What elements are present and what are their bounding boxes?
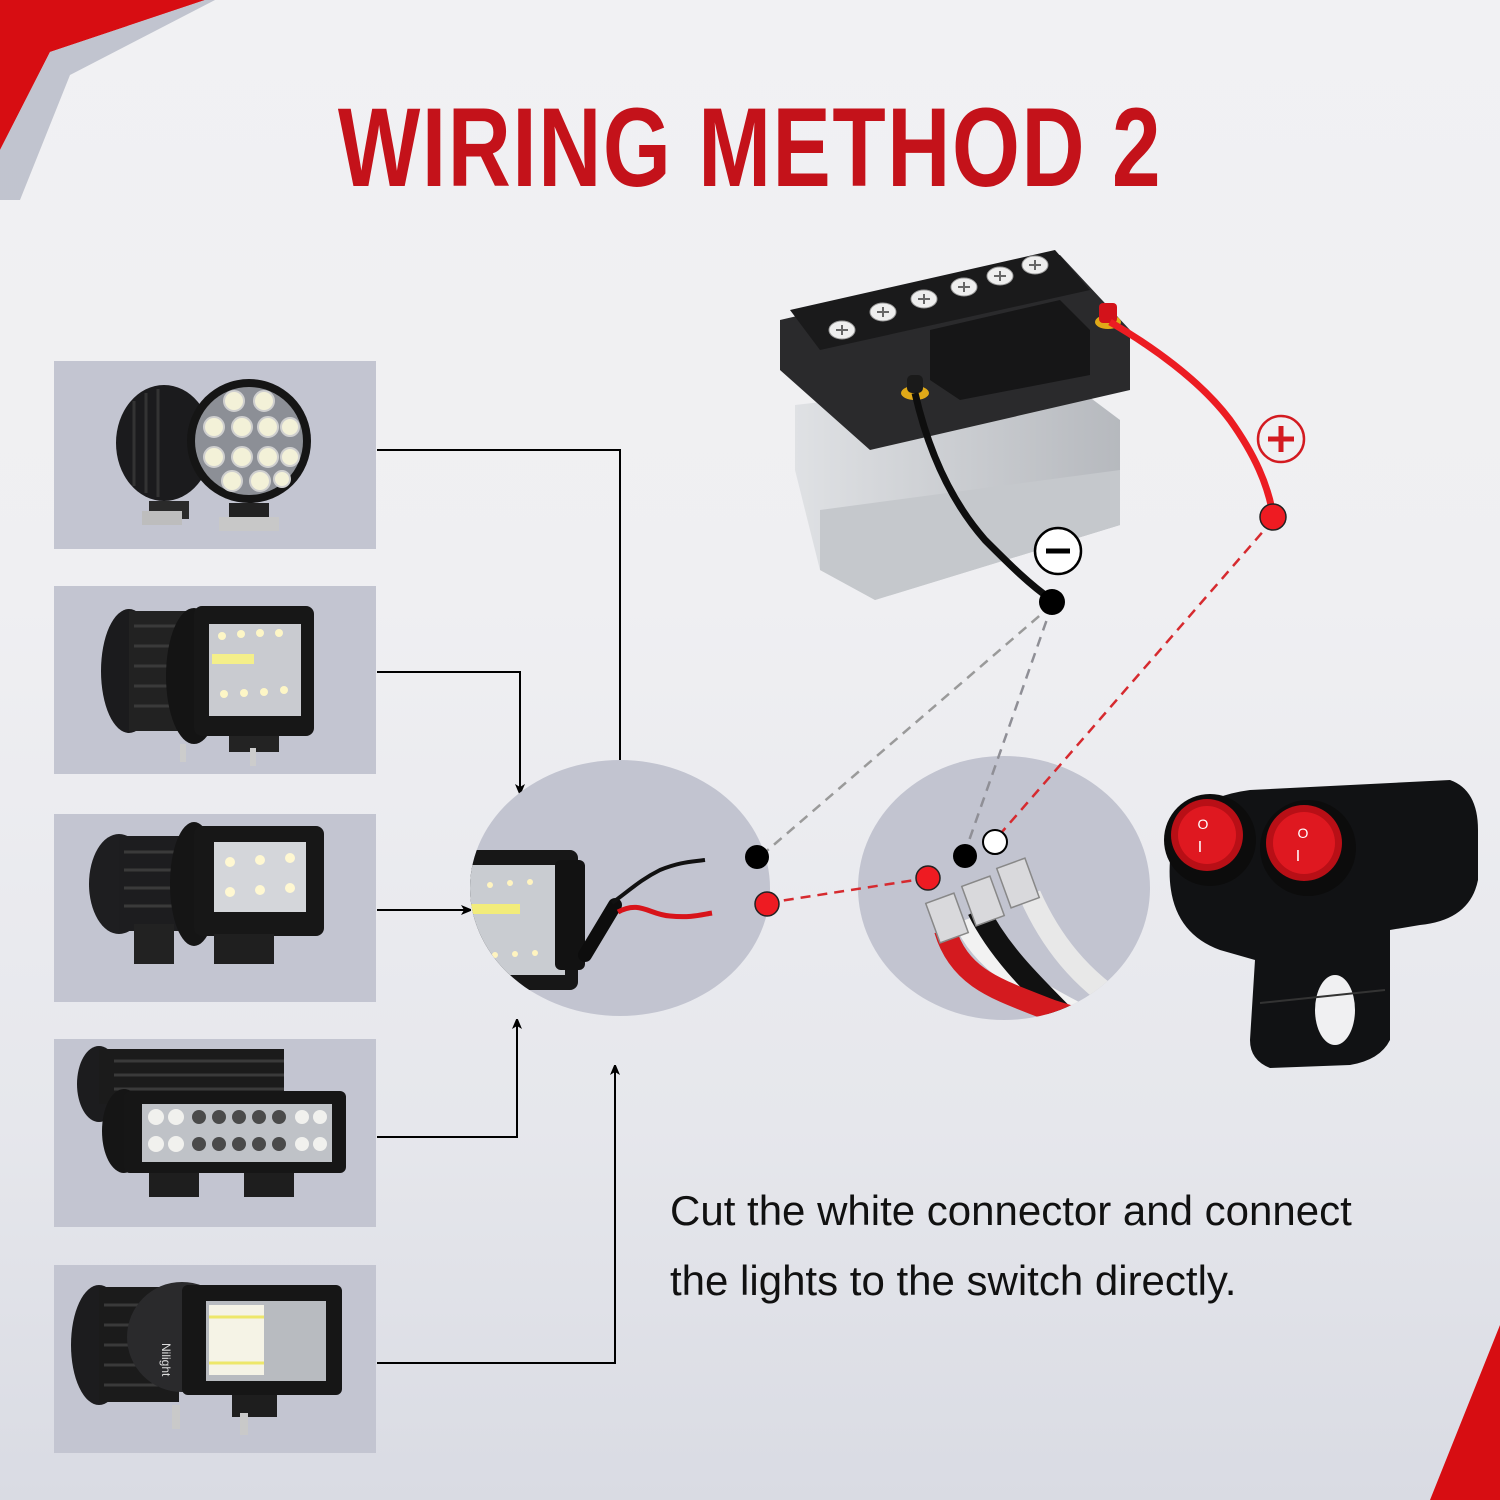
- arrow-light-bar: [377, 1020, 517, 1138]
- caption-line-2: the lights to the switch directly.: [670, 1257, 1237, 1304]
- product-panel-spot-pod: [54, 814, 376, 1002]
- negative-terminal: [907, 375, 923, 393]
- instruction-caption: Cut the white connector and connect the …: [670, 1176, 1470, 1316]
- product-panel-triple-row-pod: [54, 586, 376, 774]
- left-rocker-button: [1178, 806, 1236, 864]
- spot-pod-light-icon: [89, 822, 324, 964]
- triple-row-light-icon: [101, 606, 314, 766]
- light-red-wire-dot: [754, 891, 780, 917]
- dash-battery-neg-to-light-black: [761, 604, 1053, 856]
- red-corner-top-left: [0, 0, 205, 150]
- positive-symbol: [1256, 414, 1306, 464]
- dash-battery-neg-to-harness-black: [963, 604, 1054, 853]
- positive-terminal: [1099, 303, 1117, 323]
- positive-cable: [1108, 318, 1277, 516]
- harness-red-wire-dot: [915, 865, 941, 891]
- arrow-triple-pod: [377, 671, 520, 793]
- light-bar-icon: [77, 1046, 346, 1197]
- arrow-round-pod: [377, 449, 620, 815]
- brand-mark: Nilight: [159, 1343, 173, 1377]
- product-panel-flood-pod: Nilight: [54, 1265, 376, 1453]
- switch-off-label: O: [1198, 816, 1209, 832]
- light-black-wire-dot: [745, 845, 769, 869]
- round-led-light-icon: [116, 379, 311, 531]
- flood-pod-light-icon: Nilight: [71, 1282, 342, 1435]
- product-panel-double-row-bar: [54, 1039, 376, 1227]
- red-corner-bottom-right: [1430, 1325, 1500, 1500]
- harness-white-wire-dot: [982, 829, 1008, 855]
- right-rocker-button: [1273, 812, 1335, 874]
- page-title: WIRING METHOD 2: [337, 85, 1163, 210]
- dashed-connections: [761, 519, 1274, 905]
- product-panel-round-pod: [54, 361, 376, 549]
- battery-negative-dot: [1039, 589, 1065, 615]
- gray-stripe-top-left: [0, 0, 215, 200]
- harness-black-wire-dot: [953, 844, 977, 868]
- switch-on-label: I: [1198, 839, 1202, 856]
- arrow-flood-pod: [377, 1066, 615, 1364]
- handlebar-clamp-hole: [1315, 975, 1355, 1045]
- negative-cable: [911, 392, 1054, 603]
- switch-off-label: O: [1298, 825, 1309, 841]
- connector-arrows: [377, 449, 620, 1364]
- switch-on-label: I: [1296, 848, 1300, 865]
- dual-rocker-switch: O I O I: [1164, 780, 1478, 1068]
- negative-symbol: [1033, 526, 1083, 576]
- caption-line-1: Cut the white connector and connect: [670, 1187, 1352, 1234]
- dash-battery-pos-to-harness-white: [994, 519, 1274, 841]
- battery: [780, 250, 1130, 600]
- battery-positive-dot: [1259, 503, 1287, 531]
